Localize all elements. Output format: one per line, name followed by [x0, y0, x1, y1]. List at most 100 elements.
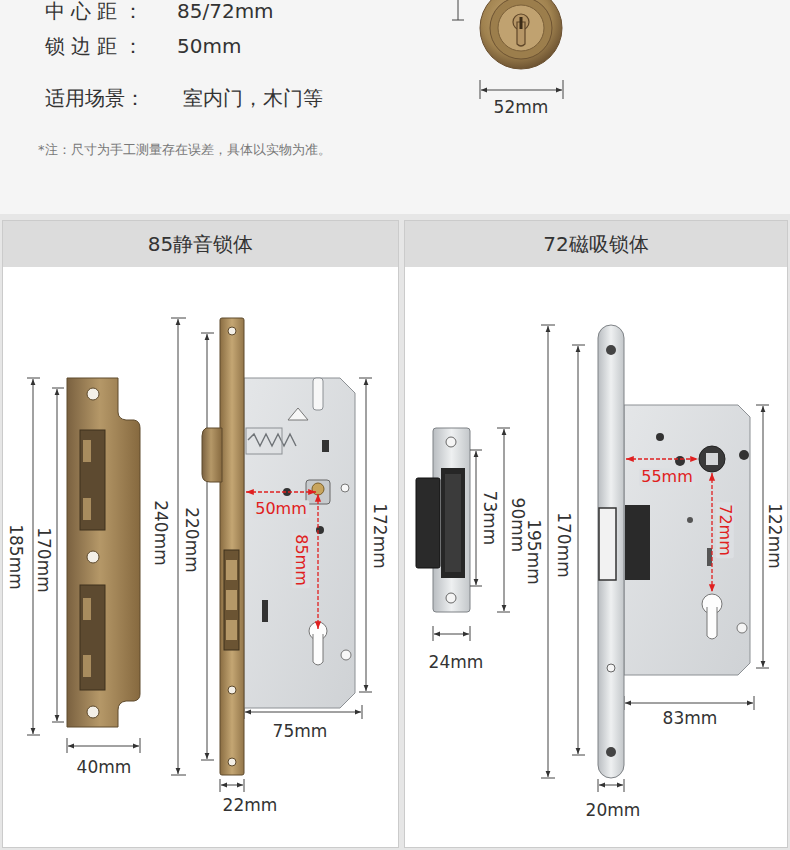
latch-spring: [248, 434, 296, 446]
screw-hole: [606, 345, 616, 355]
dimension-tick: [470, 450, 482, 451]
rivet: [656, 433, 664, 441]
dimension-line: [578, 346, 579, 754]
center-distance-label: 85mm: [292, 532, 310, 588]
dimension-label: 52mm: [494, 98, 549, 117]
strike-slot: [80, 585, 105, 690]
deadbolt-tongue: [226, 620, 237, 640]
center-distance-label: 72mm: [716, 502, 734, 558]
dimension-line: [68, 746, 139, 747]
dimension-tick: [52, 722, 64, 723]
dimension-line: [207, 334, 208, 759]
cylinder-hole: [707, 607, 717, 639]
dimension-tick: [171, 318, 186, 319]
dimension-line: [434, 634, 469, 635]
dimension-tick: [756, 668, 769, 669]
cylinder-plug: [513, 14, 529, 30]
rivet: [737, 623, 747, 633]
faceplate: [598, 325, 624, 778]
spindle-square: [706, 453, 718, 465]
strike-slot: [80, 430, 105, 530]
dimension-label: 40mm: [77, 758, 132, 777]
spec-value: 室内门，木门等: [183, 87, 323, 109]
dimension-label: 83mm: [663, 709, 718, 728]
magnetic-latch-core: [625, 505, 650, 580]
rivet: [675, 456, 685, 466]
dimension-label: 73mm: [481, 491, 500, 546]
dimension-line: [476, 451, 477, 585]
screw-hole: [228, 758, 236, 766]
dimension-tick: [27, 735, 40, 736]
latch-bolt: [202, 428, 222, 482]
screw-hole: [607, 664, 615, 672]
screw-hole: [87, 706, 99, 718]
deadbolt-tongue: [226, 590, 237, 610]
dimension-tick: [362, 705, 363, 719]
screw-hole: [228, 686, 236, 694]
panel-header: 72磁吸锁体: [405, 221, 787, 267]
spindle-follower: [312, 483, 324, 495]
deadbolt: [224, 550, 239, 650]
panel-title: 85静音锁体: [148, 231, 253, 258]
deadbolt-tongue: [226, 560, 237, 580]
spec-key: 适用场景：: [45, 87, 145, 109]
dimension-tick: [470, 626, 471, 641]
dimension-tick: [480, 80, 481, 99]
panel-title: 72磁吸锁体: [543, 231, 648, 258]
center-distance-line: [246, 491, 316, 492]
dimension-line: [504, 429, 505, 611]
panel-ground: [2, 220, 399, 848]
case-cutout: [288, 408, 308, 420]
dimension-tick: [572, 755, 585, 756]
dimension-tick: [563, 80, 564, 99]
rivet: [687, 517, 693, 523]
dimension-tick: [140, 738, 141, 753]
dimension-line: [33, 379, 34, 734]
dimension-line: [57, 389, 58, 721]
rivet: [341, 650, 351, 660]
dimension-label: 185mm: [7, 524, 26, 590]
dimension-line: [625, 703, 753, 704]
strike-notch: [83, 655, 91, 677]
dimension-tick: [220, 779, 221, 792]
dimension-tick: [497, 428, 510, 429]
screw-hole: [87, 551, 99, 563]
dimension-tick: [171, 775, 186, 776]
dimension-label: 170mm: [35, 527, 54, 593]
dimension-tick: [67, 738, 68, 753]
rivet: [739, 450, 749, 460]
note: *注：尺寸为手工测量存在误差，具体以实物为准。: [38, 143, 331, 157]
dimension-tick: [470, 586, 482, 587]
dimension-line: [178, 319, 179, 774]
dimension-line: [366, 379, 367, 691]
lock-case: [244, 378, 355, 708]
keyway: [520, 17, 523, 29]
center-distance-label: 55mm: [639, 468, 695, 486]
cylinder-face: [498, 5, 544, 51]
dimension-line: [548, 326, 549, 777]
dimension-label: 24mm: [429, 653, 484, 672]
case-slot: [322, 440, 329, 452]
strike-notch: [83, 498, 91, 520]
center-distance-line: [711, 473, 712, 592]
screw-hole: [228, 327, 236, 335]
dimension-label: 22mm: [223, 796, 278, 815]
dimension-tick: [754, 696, 755, 710]
dimension-tick: [433, 626, 434, 641]
dimension-line: [481, 90, 562, 91]
dimension-line: [221, 785, 243, 786]
dimension-tick: [541, 778, 555, 779]
dimension-label: 195mm: [525, 519, 544, 585]
screw-hole: [87, 388, 99, 400]
dimension-tick: [497, 612, 510, 613]
dimension-line: [763, 406, 764, 667]
dimension-label: 20mm: [586, 801, 641, 820]
panel-ground: [404, 220, 788, 848]
dimension-tick: [201, 760, 214, 761]
strike-notch: [83, 440, 91, 462]
strike-opening: [445, 474, 461, 572]
cylinder-hole: [313, 634, 323, 665]
strike-notch: [83, 598, 91, 620]
spec-key: 锁边距：: [45, 35, 149, 57]
